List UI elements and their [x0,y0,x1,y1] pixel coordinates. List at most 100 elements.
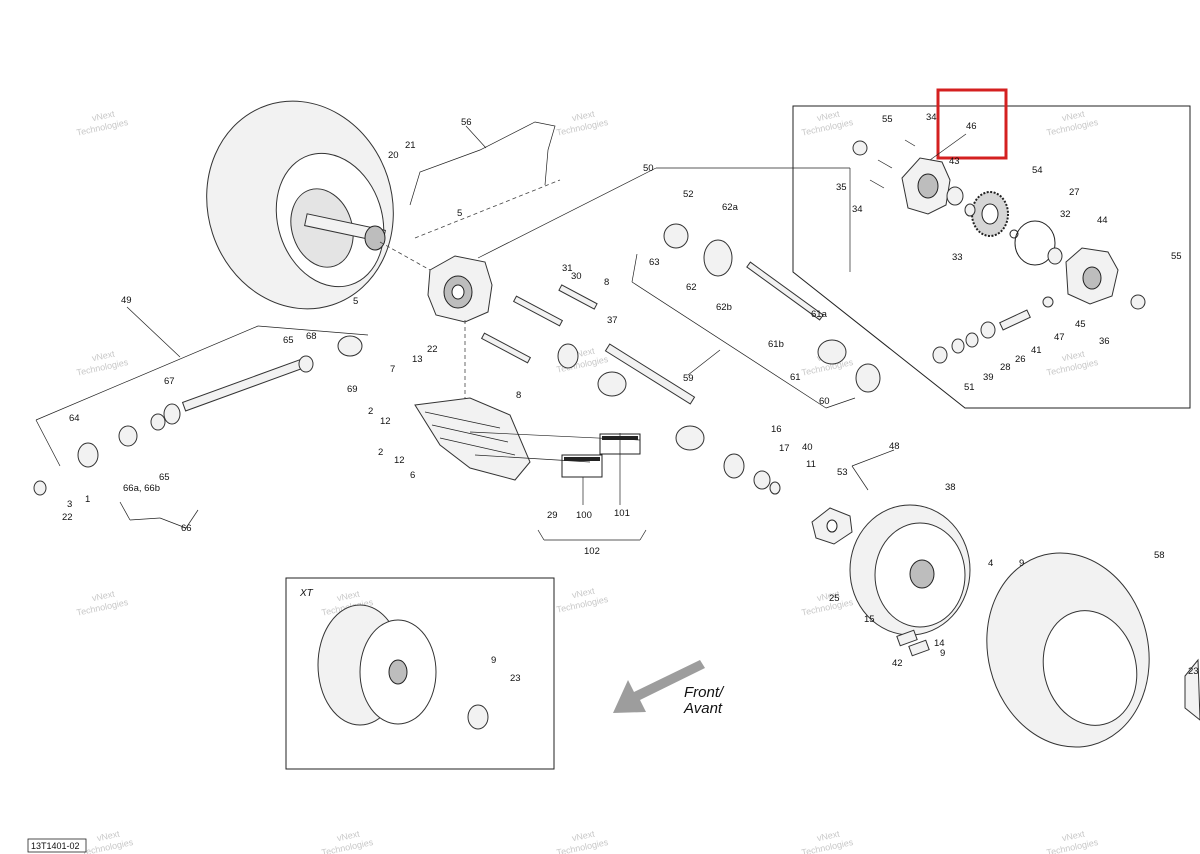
callout: 2 [368,406,373,417]
callout: 50 [643,163,654,174]
svg-text:vNext: vNext [91,349,116,364]
svg-text:vNext: vNext [571,109,596,124]
pinion-assembly [932,296,1054,364]
svg-text:vNext: vNext [816,109,841,124]
callout: 36 [1099,336,1110,347]
svg-text:vNext: vNext [1061,349,1086,364]
svg-text:vNext: vNext [91,109,116,124]
callout: 49 [121,295,132,306]
callout: 31 [562,263,573,274]
differential-detail-frame [792,105,1191,409]
callout: 7 [390,364,395,375]
callout: 13 [412,354,423,365]
callout: 14 [934,638,945,649]
callout: 12 [394,455,405,466]
callout: 33 [952,252,963,263]
propeller-shaft [33,335,363,496]
callout: 58 [1154,550,1165,561]
callout: 60 [819,396,830,407]
svg-text:vNext: vNext [816,829,841,844]
callout: 48 [889,441,900,452]
callout: 9 [1019,558,1024,569]
leader-lines [35,125,967,541]
projection-line [379,241,431,271]
callout: 63 [649,257,660,268]
callout: 43 [949,156,960,167]
callout: 16 [771,424,782,435]
callout: 52 [683,189,694,200]
seal-40 [753,470,771,490]
drive-shaft-59 [597,343,745,479]
callout: 66a, 66b [123,483,160,494]
callout: 2 [378,447,383,458]
callout: 44 [1097,215,1108,226]
callout: 34 [852,204,863,215]
diagram-code: 13T1401-02 [31,841,80,851]
callout: 100 [576,510,592,521]
xt-inset-label: XT [299,588,314,599]
callout: 9 [491,655,496,666]
xt-inset-frame [285,577,555,770]
callout: 42 [892,658,903,669]
inner-shaft-61 [746,261,881,393]
diff-housing-right [1065,247,1119,305]
rear-left-tire [206,100,394,310]
callout: 26 [1015,354,1026,365]
callout: 39 [983,372,994,383]
callout: 61b [768,339,784,350]
front-label-line1: Front/ [684,684,725,701]
callout: 68 [306,331,317,342]
svg-text:vNext: vNext [816,589,841,604]
svg-text:vNext: vNext [1061,829,1086,844]
washer-37 [557,343,579,369]
bearing-32 [1047,247,1063,265]
callout: 66 [181,523,192,534]
callout: 69 [347,384,358,395]
callout: 22 [62,512,73,523]
callout: 38 [945,482,956,493]
cv-joint-62 [663,223,733,277]
callout: 62a [722,202,739,213]
callout: 3 [67,499,72,510]
callout: 22 [427,344,438,355]
callout: 61 [790,372,801,383]
callout: 1 [85,494,90,505]
callout: 64 [69,413,80,424]
diagram-code-box [27,838,87,853]
callout: 4 [988,558,993,569]
callout: 102 [584,546,600,557]
callout: 35 [836,182,847,193]
svg-text:vNext: vNext [336,589,361,604]
callout: 21 [405,140,416,151]
callout-labels: 1 2 2 3 4 5 5 6 7 8 8 9 9 9 11 12 12 13 … [62,112,1199,684]
callout: 65 [159,472,170,483]
o-ring-27 [1014,220,1056,266]
callout: 65 [283,335,294,346]
callout: 5 [457,208,462,219]
highlight-box-46 [936,88,1008,160]
callout: 5 [353,296,358,307]
bolts-34-35 [869,139,916,189]
callout: 55 [1171,251,1182,262]
callout: 46 [966,121,977,132]
callout: 47 [1054,332,1065,343]
callout: 15 [864,614,875,625]
callout: 20 [388,150,399,161]
svg-text:vNext: vNext [96,829,121,844]
xt-center-cap [467,704,489,730]
callout: 28 [1000,362,1011,373]
callout: 23 [1188,666,1199,677]
wheel-hub-53 [811,507,853,545]
rear-left-axle-boot [304,213,386,251]
callout: 55 [882,114,893,125]
